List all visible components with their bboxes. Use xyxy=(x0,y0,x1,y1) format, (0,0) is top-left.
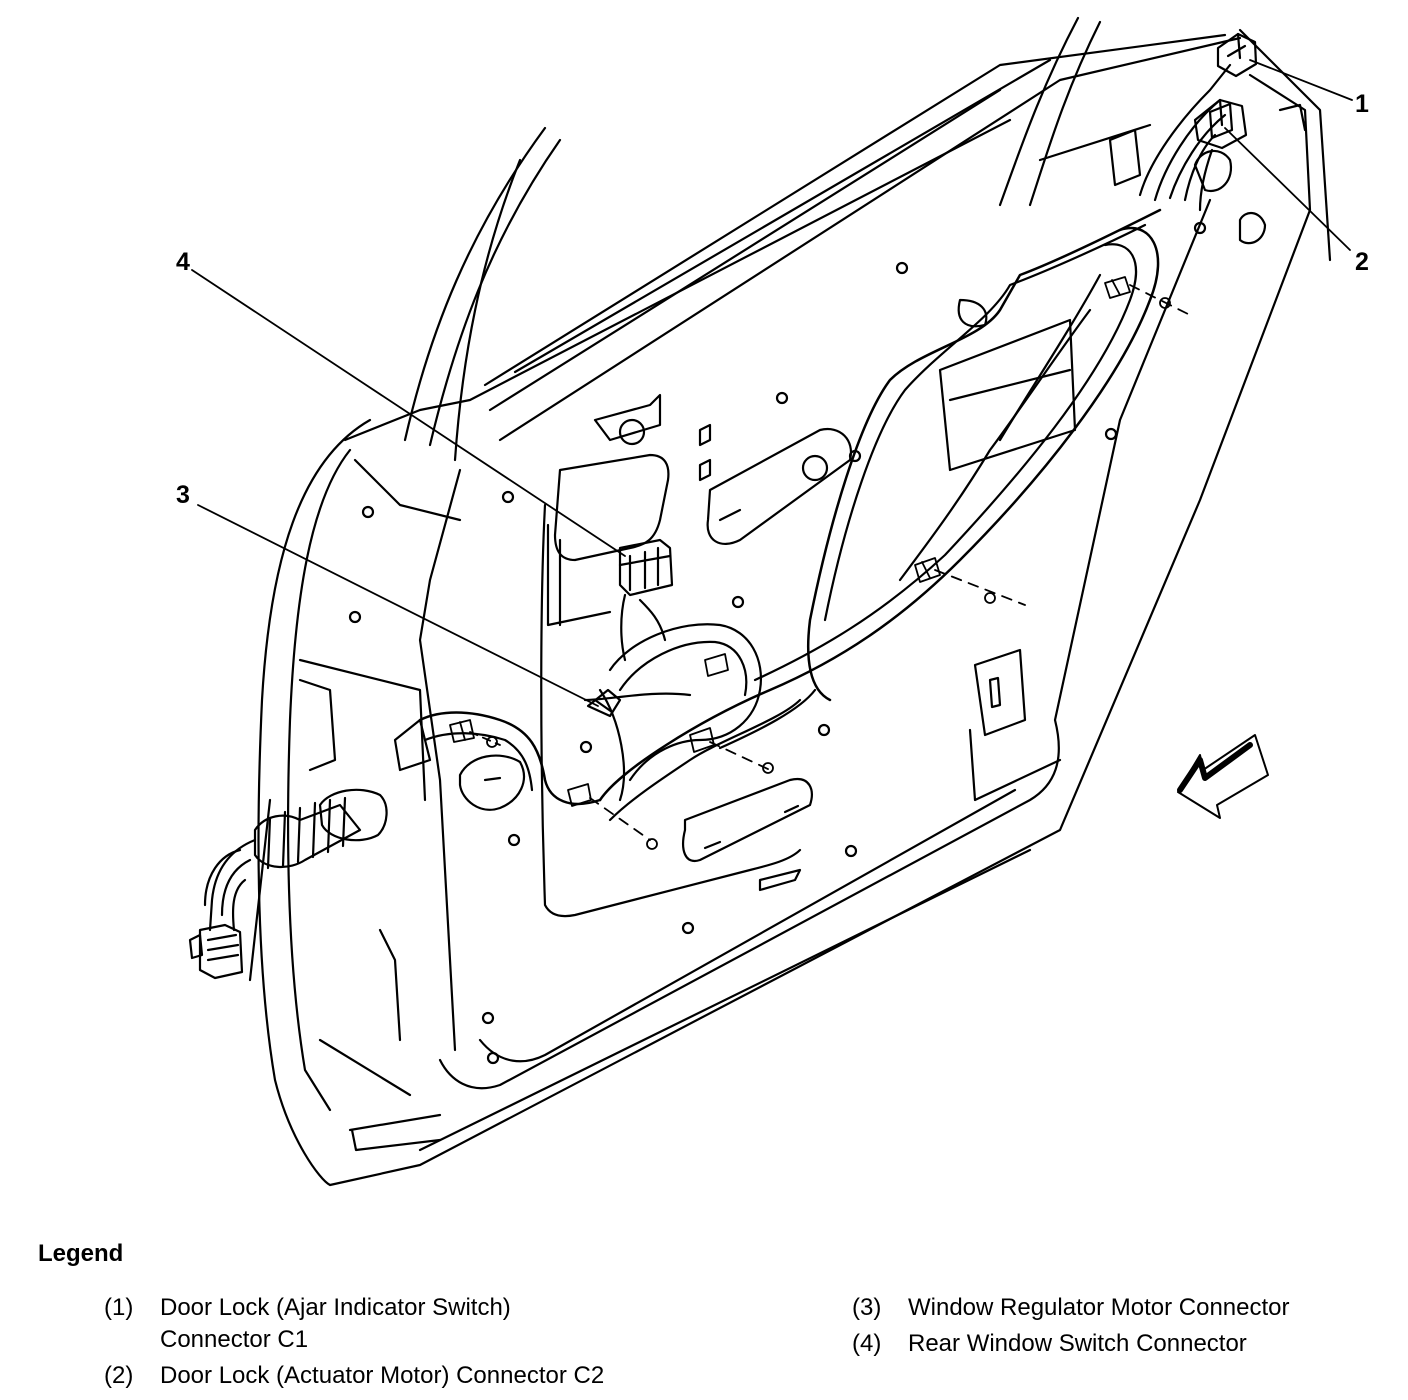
legend-item-number: (4) xyxy=(852,1330,882,1357)
legend-column-right: (3) Window Regulator Motor Connector (4)… xyxy=(852,1292,1392,1364)
inner-panel xyxy=(458,103,1307,918)
legend-item-3: (3) Window Regulator Motor Connector xyxy=(852,1292,1392,1324)
harness-clips xyxy=(449,276,1191,850)
callout-4: 4 xyxy=(176,248,190,276)
legend-item-text: Connector C1 xyxy=(160,1326,309,1353)
connector-c2 xyxy=(1193,98,1248,150)
callout-3: 3 xyxy=(176,481,190,509)
callout-2: 2 xyxy=(1355,248,1369,276)
door-harness-end-connector xyxy=(188,923,244,980)
rear-window-switch-connector xyxy=(618,538,674,597)
callouts: 1 2 3 4 xyxy=(176,90,1369,509)
callout-1: 1 xyxy=(1355,90,1369,118)
door-frame xyxy=(403,16,1332,462)
door-shell xyxy=(248,73,1312,1187)
legend-item-text: Door Lock (Ajar Indicator Switch) xyxy=(160,1294,511,1321)
legend-column-left: (1) Door Lock (Ajar Indicator Switch) Co… xyxy=(104,1292,724,1396)
wiring-harness xyxy=(203,63,1232,932)
mounting-holes xyxy=(348,221,1207,1065)
door-wiring-diagram: 1 2 3 4 xyxy=(176,16,1369,1187)
legend-item-4: (4) Rear Window Switch Connector xyxy=(852,1328,1392,1360)
legend-item-number: (3) xyxy=(852,1294,882,1321)
leader-lines xyxy=(191,59,1353,707)
legend-item-number: (2) xyxy=(104,1362,134,1389)
legend-title: Legend xyxy=(38,1240,124,1267)
view-direction-arrow-icon xyxy=(1177,734,1269,819)
legend-item-text: Window Regulator Motor Connector xyxy=(908,1294,1290,1321)
legend-item-text: Rear Window Switch Connector xyxy=(908,1330,1247,1357)
legend-item-2: (2) Door Lock (Actuator Motor) Connector… xyxy=(104,1360,724,1392)
legend-item-text: Door Lock (Actuator Motor) Connector C2 xyxy=(160,1362,605,1389)
connector-c1 xyxy=(1216,32,1258,78)
window-regulator-motor-connector xyxy=(586,688,622,718)
legend-item-1: (1) Door Lock (Ajar Indicator Switch) Co… xyxy=(104,1292,724,1356)
legend-item-number: (1) xyxy=(104,1294,134,1321)
